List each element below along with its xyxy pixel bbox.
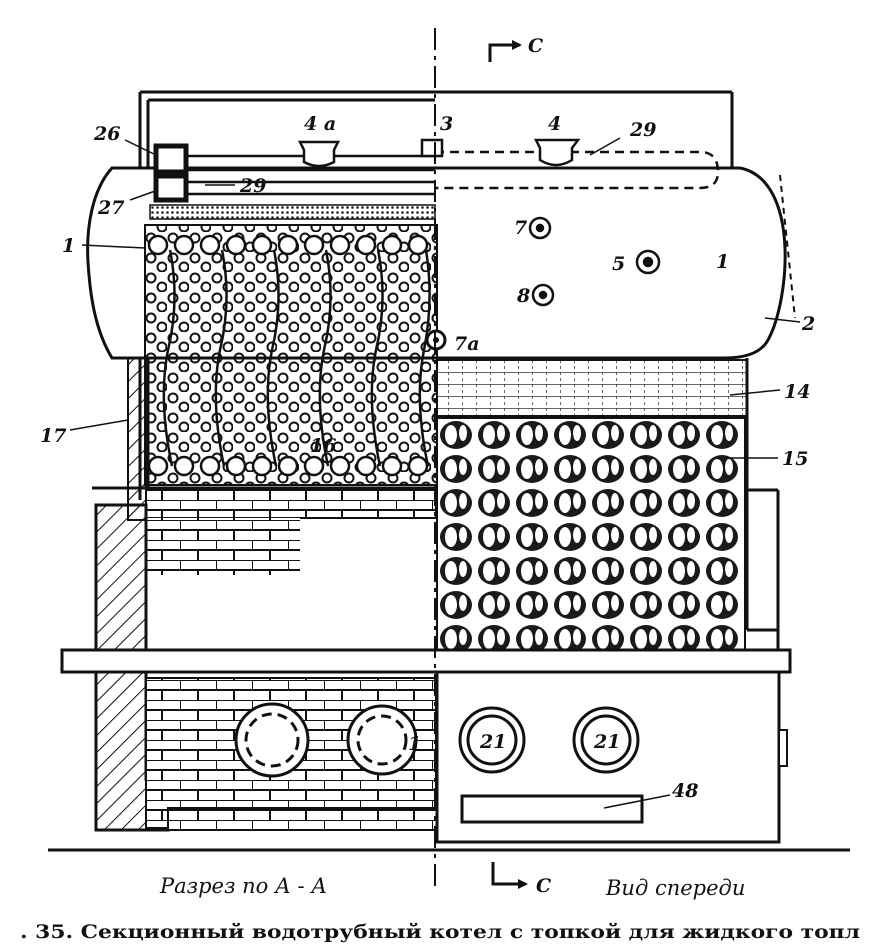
drum-nozzles [297,138,581,168]
section-arrowhead-bottom [518,879,528,889]
label-4a: 4 а [304,113,336,135]
section-arrow-bottom [491,862,526,886]
cleanout-door-48 [460,794,644,824]
door-handle [778,729,788,767]
label-5: 5 [612,253,625,275]
label-17: 17 [40,425,66,447]
header-box-27 [153,173,189,203]
label-1-burner: 1 [408,733,421,755]
front-header-grid [436,359,748,417]
label-8: 8 [516,285,530,307]
label-29-left: 29 [239,175,266,197]
section-arrow-top [488,43,520,62]
label-1-drum: 1 [716,251,729,273]
tube-bank-top-row [147,234,429,256]
boiler-tube-bank [144,224,438,486]
leader-lines [69,137,801,809]
right-view-label: Вид спереди [605,876,745,900]
section-mark-bottom: С [536,875,551,897]
label-21-left: 21 [479,731,506,753]
header-box-26 [153,143,189,175]
firebox-ledge [60,648,792,674]
label-3: 3 [440,113,453,135]
label-26: 26 [93,123,120,145]
label-1-left: 1 [62,235,75,257]
label-15: 15 [782,448,808,470]
drum-break-line [779,174,796,319]
label-4: 4 [548,113,561,135]
label-16: 16 [310,435,336,457]
front-tube-sections [436,417,746,655]
brick-base [167,807,439,831]
front-fittings [528,216,661,307]
burner-openings [234,702,640,778]
tube-bank-bottom-row [147,455,429,477]
label-7: 7 [514,217,527,239]
tube-wavy-sections [162,249,431,467]
section-mark-top: С [528,35,543,57]
right-casing [745,358,780,650]
label-14: 14 [784,381,810,403]
label-7a: 7а [454,333,480,355]
label-27: 27 [97,197,124,219]
brick-setting-upper [145,487,437,519]
drum-lining [149,204,436,220]
label-29-top: 29 [629,119,656,141]
label-2: 2 [801,313,815,335]
left-view-label: Разрез по А - А [159,874,327,898]
label-21-right: 21 [593,731,620,753]
label-48: 48 [672,780,698,802]
brick-setting-stepped [146,518,300,575]
section-arrowhead-top [512,40,522,50]
figure-caption: . 35. Секционный водотрубный котел с топ… [20,921,860,943]
